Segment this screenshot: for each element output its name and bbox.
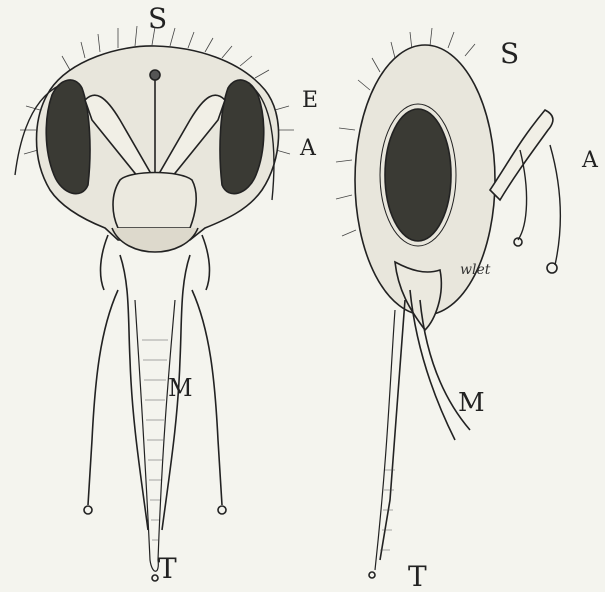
artist-signature: wlet (460, 262, 490, 278)
side-label-a: A (582, 150, 598, 172)
front-label-m: M (168, 376, 193, 400)
front-label-e: E (302, 90, 318, 112)
side-label-m: M (458, 390, 485, 416)
front-label-a: A (300, 138, 316, 160)
front-label-s: S (148, 5, 167, 33)
front-head-view (15, 26, 294, 581)
side-label-s: S (500, 40, 519, 68)
side-label-t: T (408, 563, 427, 591)
side-eye (385, 109, 451, 241)
side-head-view (336, 28, 560, 578)
front-label-t: T (158, 555, 177, 583)
